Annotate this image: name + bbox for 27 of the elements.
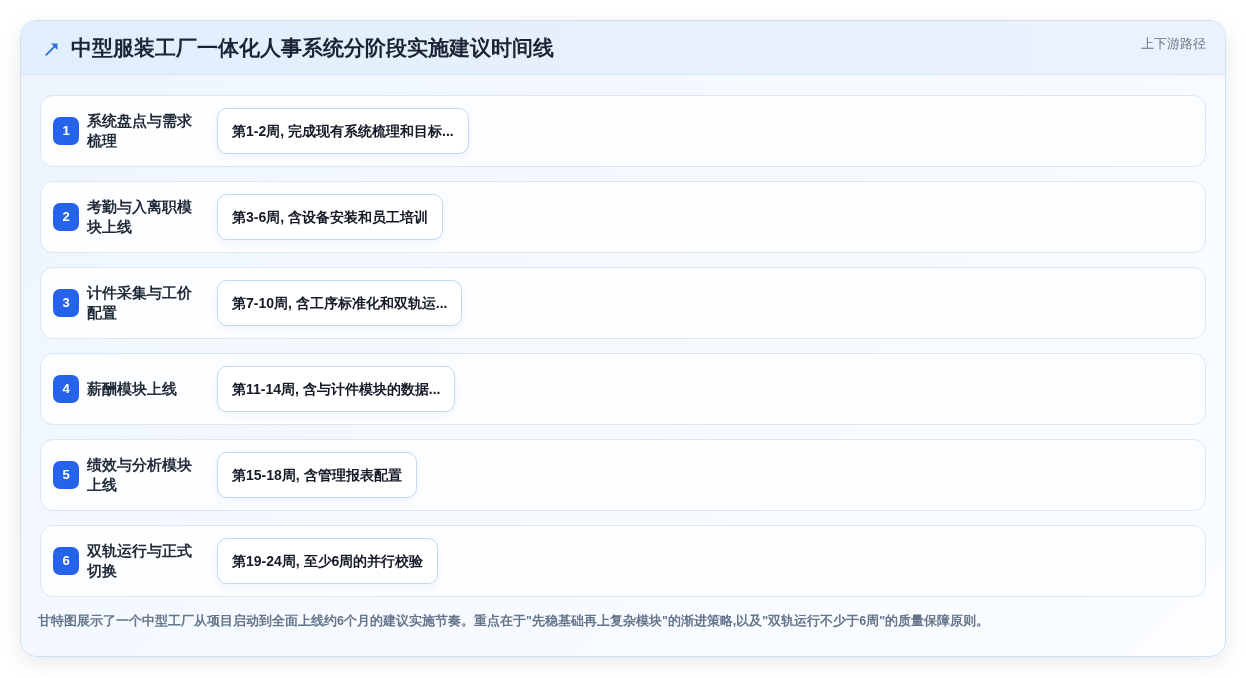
stage-row (40, 353, 1206, 425)
stage-row (40, 439, 1206, 511)
schedule-bar: 第19-24周, 至少6周的并行校验 (217, 538, 439, 584)
schedule-bar: 第11-14周, 含与计件模块的数据... (217, 366, 456, 412)
step-number-badge: 6 (53, 547, 79, 575)
stage-row (40, 95, 1206, 167)
step-number-badge: 1 (53, 117, 79, 145)
schedule-bar: 第1-2周, 完成现有系统梳理和目标... (217, 108, 469, 154)
stage-row (40, 525, 1206, 597)
step-number-badge: 4 (53, 375, 79, 403)
stage-name: 双轨运行与正式切换 (87, 541, 193, 581)
title: 中型服装工厂一体化人事系统分阶段实施建议时间线 (71, 35, 554, 61)
stage-name: 绩效与分析模块上线 (87, 455, 193, 495)
schedule-bar: 第7-10周, 含工序标准化和双轨运... (217, 280, 463, 326)
header-note: 上下游路径 (1141, 35, 1206, 53)
stage-name: 考勤与入离职模块上线 (87, 197, 193, 237)
step-number-badge: 2 (53, 203, 79, 231)
schedule-bar: 第3-6周, 含设备安装和员工培训 (217, 194, 443, 240)
schedule-bar: 第15-18周, 含管理报表配置 (217, 452, 417, 498)
caption: 甘特图展示了一个中型工厂从项目启动到全面上线约6个月的建议实施节奏。重点在于"先稳基础再上复杂模块"的渐进策略,以及"双轨运行不少于6周"的质量保障原则。 (38, 612, 990, 630)
stage-name: 计件采集与工价配置 (87, 283, 193, 323)
stage-name: 系统盘点与需求梳理 (87, 111, 193, 151)
stage-name: 薪酬模块上线 (87, 379, 177, 399)
stage-row (40, 181, 1206, 253)
stage-row (40, 267, 1206, 339)
step-number-badge: 5 (53, 461, 79, 489)
step-number-badge: 3 (53, 289, 79, 317)
